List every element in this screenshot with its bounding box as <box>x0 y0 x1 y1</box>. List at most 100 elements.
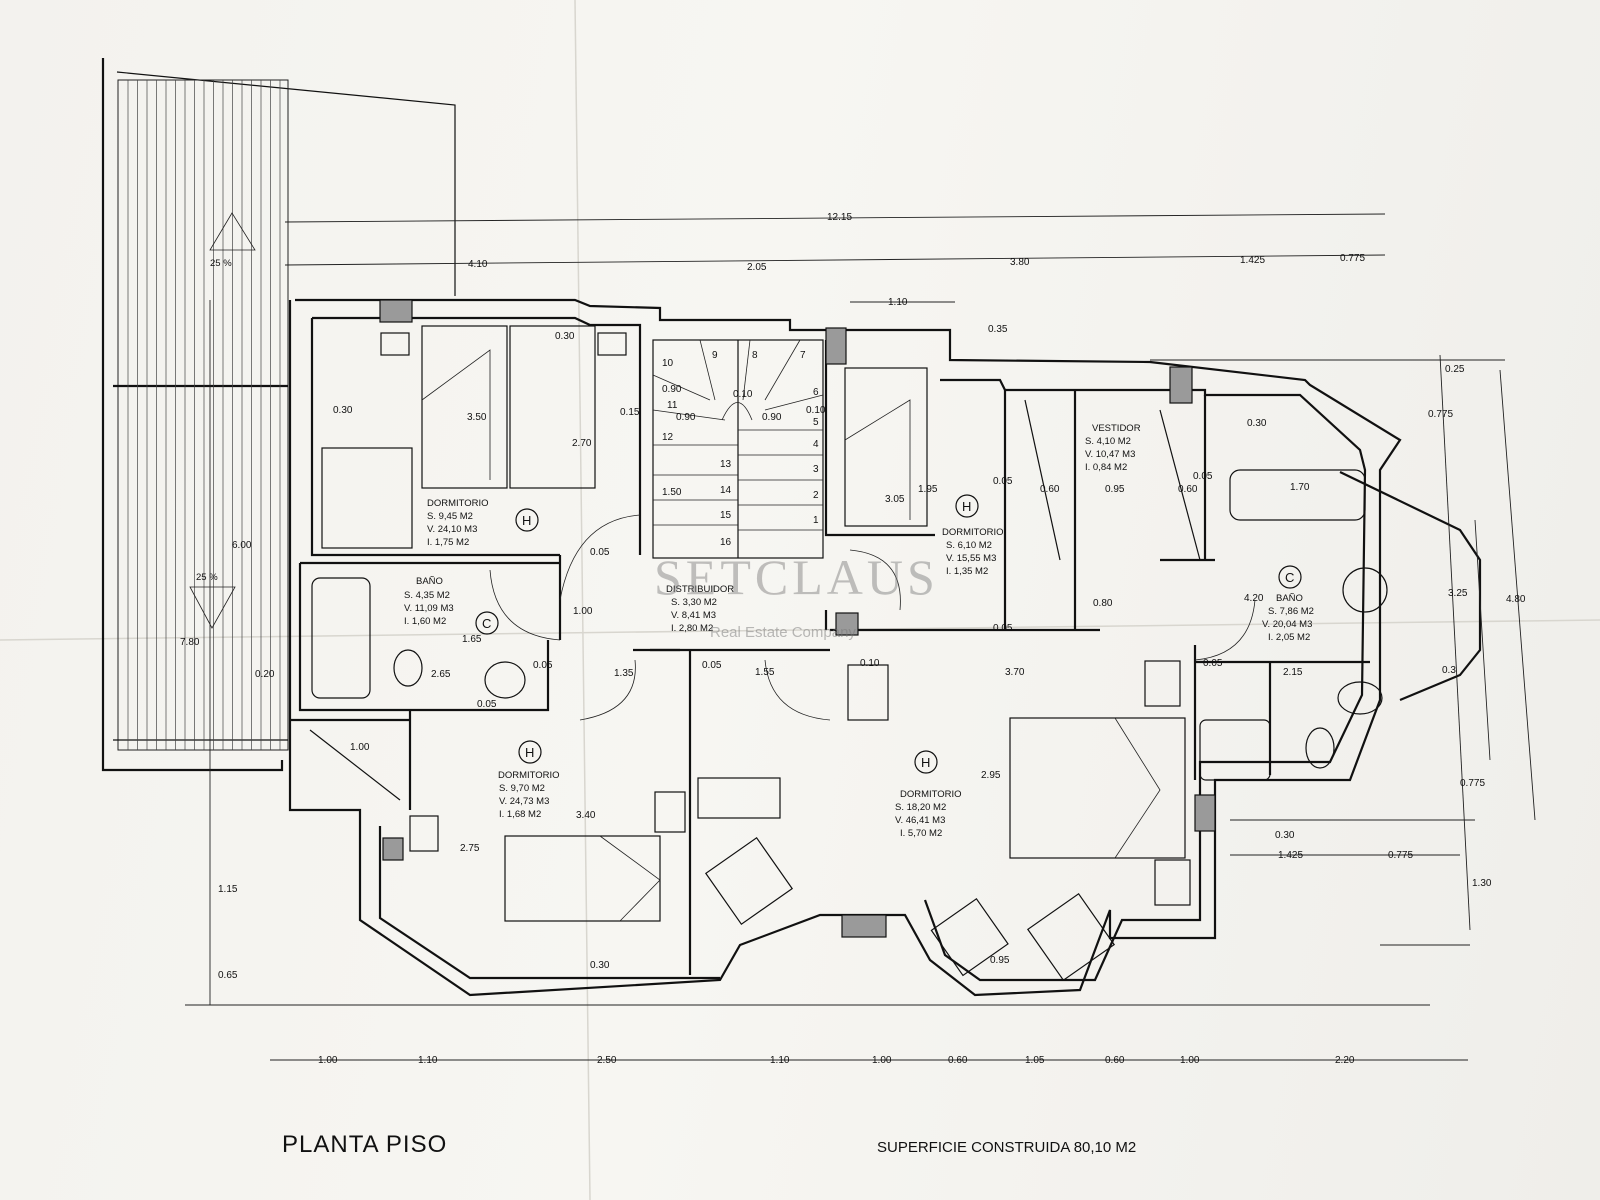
room-lighting: I. 1,60 M2 <box>404 616 446 627</box>
room-name: BAÑO <box>1276 593 1303 604</box>
dim-label: 0.30 <box>590 960 610 971</box>
room-surface: S. 4,10 M2 <box>1085 436 1131 447</box>
dim-label: 4.80 <box>1506 594 1526 605</box>
room-name: DORMITORIO <box>900 789 962 800</box>
watermark-logo: SETCLAUS <box>654 549 939 605</box>
dim-label: 0.775 <box>1388 850 1413 861</box>
room-volume: V. 10,47 M3 <box>1085 449 1135 460</box>
dim-label: 3.05 <box>885 494 905 505</box>
room-bano-2: C BAÑO S. 7,86 M2 V. 20,04 M3 I. 2,05 M2 <box>1262 565 1314 643</box>
room-bano-1: BAÑO S. 4,35 M2 V. 11,09 M3 I. 1,60 M2 C <box>404 576 499 635</box>
dim-label: 1.10 <box>888 297 908 308</box>
dim-label: 4.20 <box>1244 593 1264 604</box>
room-dormitorio-2: H DORMITORIO S. 6,10 M2 V. 15,55 M3 I. 1… <box>942 494 1004 577</box>
room-name: BAÑO <box>416 576 443 587</box>
dim-label: 2.20 <box>1335 1055 1355 1066</box>
room-symbol: C <box>1285 570 1294 585</box>
stair-step-number: 10 <box>662 358 674 369</box>
dim-label: 1.30 <box>1472 878 1492 889</box>
room-surface: S. 3,30 M2 <box>671 597 717 608</box>
dim-label: 1.15 <box>218 884 238 895</box>
dim-label: 0.15 <box>620 407 640 418</box>
room-name: DORMITORIO <box>427 498 489 509</box>
room-symbol: C <box>482 616 491 631</box>
dim-label: 1.10 <box>770 1055 790 1066</box>
stair-step-number: 3 <box>813 464 819 475</box>
room-distribuidor: DISTRIBUIDOR S. 3,30 M2 V. 8,41 M3 I. 2,… <box>666 584 734 634</box>
dim-label: 0.95 <box>990 955 1010 966</box>
stair-step-number: 13 <box>720 459 732 470</box>
stair-step-number: 1 <box>813 515 819 526</box>
dim-label: 1.00 <box>350 742 370 753</box>
exterior-walls <box>288 298 1482 997</box>
dim-label: 1.50 <box>662 487 682 498</box>
dim-label: 0.05 <box>533 660 553 671</box>
interior-walls <box>290 318 1370 975</box>
room-volume: V. 24,10 M3 <box>427 524 477 535</box>
dim-label: 0.90 <box>676 412 696 423</box>
dim-label: 0.60 <box>1178 484 1198 495</box>
dim-label: 2.65 <box>431 669 451 680</box>
dim-label: 2.70 <box>572 438 592 449</box>
room-surface: S. 6,10 M2 <box>946 540 992 551</box>
room-surface: S. 4,35 M2 <box>404 590 450 601</box>
room-vestidor: VESTIDOR S. 4,10 M2 V. 10,47 M3 I. 0,84 … <box>1085 423 1141 473</box>
hatched-columns <box>379 299 1216 938</box>
room-lighting: I. 2,05 M2 <box>1268 632 1310 643</box>
dim-label: 1.00 <box>573 606 593 617</box>
door-swings <box>489 514 1256 721</box>
dim-label: 1.00 <box>318 1055 338 1066</box>
room-volume: V. 15,55 M3 <box>946 553 996 564</box>
dim-label: 1.00 <box>1180 1055 1200 1066</box>
dim-label: 0.60 <box>948 1055 968 1066</box>
room-lighting: I. 1,35 M2 <box>946 566 988 577</box>
paper-fold <box>0 619 1600 641</box>
room-surface: S. 9,70 M2 <box>499 783 545 794</box>
watermark-subtitle: Real Estate Company <box>710 624 856 641</box>
dim-label: 1.425 <box>1278 850 1303 861</box>
room-lighting: I. 1,68 M2 <box>499 809 541 820</box>
dim-label: 0.775 <box>1460 778 1485 789</box>
dim-label: 0.10 <box>733 389 753 400</box>
dim-label: 0.80 <box>1093 598 1113 609</box>
dimension-labels: 12.15 4.10 2.05 3.80 1.425 0.775 1.10 0.… <box>180 212 1526 1066</box>
room-surface: S. 18,20 M2 <box>895 802 946 813</box>
room-symbol: H <box>522 513 531 528</box>
dim-label: 0.30 <box>1247 418 1267 429</box>
room-symbol: H <box>962 499 971 514</box>
dim-label: 0.30 <box>555 331 575 342</box>
room-name: DISTRIBUIDOR <box>666 584 734 595</box>
room-name: DORMITORIO <box>942 527 1004 538</box>
stair-step-number: 2 <box>813 490 819 501</box>
room-volume: V. 24,73 M3 <box>499 796 549 807</box>
dim-label: 1.05 <box>1025 1055 1045 1066</box>
dim-label: 1.00 <box>872 1055 892 1066</box>
stair-step-number: 4 <box>813 439 819 450</box>
staircase <box>652 339 824 559</box>
room-lighting: I. 2,80 M2 <box>671 623 713 634</box>
room-lighting: I. 0,84 M2 <box>1085 462 1127 473</box>
room-volume: V. 11,09 M3 <box>404 603 454 614</box>
stair-step-number: 8 <box>752 350 758 361</box>
slope-label-bottom: 25 % <box>196 572 218 583</box>
stair-step-number: 11 <box>667 400 678 411</box>
dim-label: 0.05 <box>1193 471 1213 482</box>
dim-label: 0.10 <box>806 405 826 416</box>
room-surface: S. 9,45 M2 <box>427 511 473 522</box>
furniture <box>311 325 1388 982</box>
room-labels: DORMITORIO S. 9,45 M2 V. 24,10 M3 I. 1,7… <box>404 423 1314 839</box>
stair-step-number: 7 <box>800 350 806 361</box>
room-surface: S. 7,86 M2 <box>1268 606 1314 617</box>
dim-label: 0.65 <box>218 970 238 981</box>
room-volume: V. 20,04 M3 <box>1262 619 1312 630</box>
built-area-label: SUPERFICIE CONSTRUIDA 80,10 M2 <box>877 1139 1137 1156</box>
dim-label: 0.3 <box>1442 665 1456 676</box>
stair-step-number: 14 <box>720 485 732 496</box>
dim-label: 1.425 <box>1240 255 1265 266</box>
stair-step-number: 5 <box>813 417 819 428</box>
dim-label: 0.30 <box>1275 830 1295 841</box>
room-lighting: I. 1,75 M2 <box>427 537 469 548</box>
dim-label: 3.25 <box>1448 588 1468 599</box>
dim-label: 0.90 <box>662 384 682 395</box>
